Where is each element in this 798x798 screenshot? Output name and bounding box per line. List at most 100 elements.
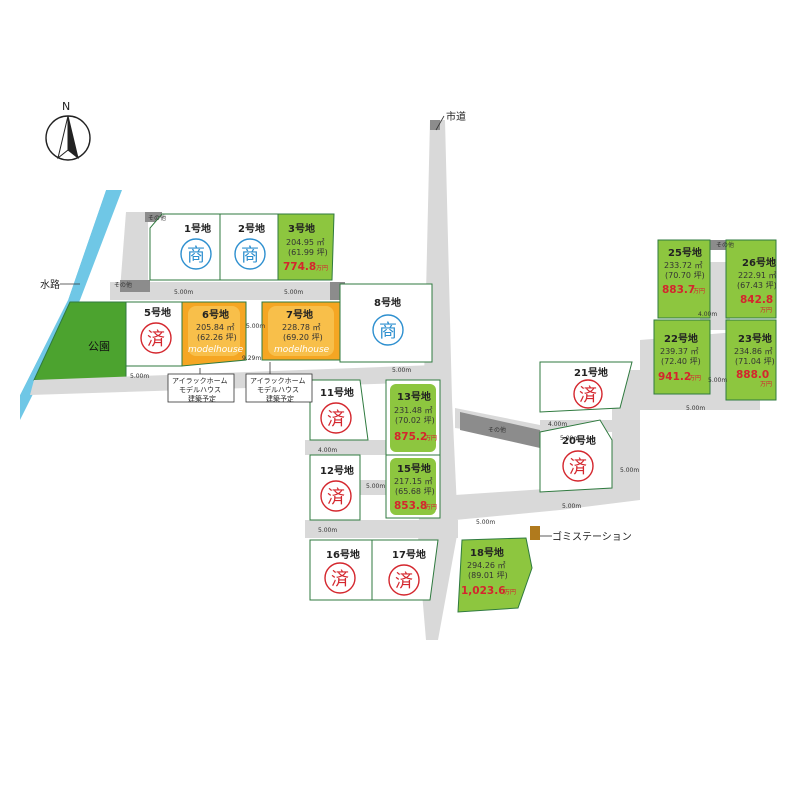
lot-22-tsubo: (72.40 坪) — [661, 357, 701, 366]
lot-23-name: 23号地 — [738, 332, 772, 345]
lot-2-name: 2号地 — [238, 222, 265, 235]
lot-26-area: 222.91 ㎡ — [738, 271, 777, 280]
lot-3[interactable] — [277, 213, 335, 281]
callout-line: 建築予定 — [266, 394, 294, 403]
lot-23-tsubo: (71.04 坪) — [735, 357, 775, 366]
lot-26-tsubo: (67.43 坪) — [737, 281, 777, 290]
lot-8-name: 8号地 — [374, 296, 401, 309]
lot-7-name: 7号地 — [286, 308, 313, 321]
north-label: N — [62, 100, 70, 113]
dim-label: 5.00m — [708, 377, 727, 384]
lot-11-badge: 済 — [327, 409, 345, 430]
lot-7-tsubo: (69.20 坪) — [283, 333, 323, 342]
lot-3-tsubo: (61.99 坪) — [288, 248, 328, 257]
lot-3-area: 204.95 ㎡ — [286, 238, 325, 247]
lot-6-name: 6号地 — [202, 308, 229, 321]
north-compass: N — [45, 100, 91, 161]
lot-15-price-unit: 万円 — [425, 504, 437, 511]
lot-7-callout: アイラックホーム モデルハウス 建築予定 — [245, 362, 313, 403]
commercial-badge-circle — [234, 238, 266, 270]
lot-18-area: 294.26 ㎡ — [467, 561, 506, 570]
lot-21-name: 21号地 — [574, 366, 608, 379]
commercial-badge-circle — [372, 314, 404, 346]
lot-5-name: 5号地 — [144, 306, 171, 319]
lot-23-price: 888.0 — [736, 369, 769, 381]
callout-line: 建築予定 — [188, 394, 216, 403]
lot-13-area: 231.48 ㎡ — [394, 406, 433, 415]
sold-badge-circle — [140, 322, 172, 354]
park-label: 公園 — [88, 340, 110, 353]
lot-8-badge: 商 — [379, 321, 397, 342]
lot-1-name: 1号地 — [184, 222, 211, 235]
dim-label: 4.00m — [698, 311, 717, 318]
lot-17-name: 17号地 — [392, 548, 426, 561]
lot-2-badge: 商 — [241, 245, 259, 266]
lot-15-name: 15号地 — [397, 462, 431, 475]
dim-label: 5.00m — [476, 519, 495, 526]
other-label-1: その他 — [148, 214, 166, 222]
sold-badge-circle — [573, 379, 603, 409]
lot-22-name: 22号地 — [664, 332, 698, 345]
lot-18[interactable] — [457, 537, 533, 613]
dim-label: 5.00m — [560, 435, 579, 442]
sold-badge-circle — [562, 450, 594, 482]
lot-13-price: 875.2 — [394, 431, 427, 443]
sold-badge-circle — [320, 480, 352, 512]
lot-6-modelhouse: modelhouse — [188, 345, 244, 355]
lot-16-badge: 済 — [331, 569, 349, 590]
lot-23[interactable] — [725, 319, 777, 401]
dim-label: 9.29m — [242, 355, 261, 362]
dim-label: 5.00m — [562, 503, 581, 510]
lot-16-name: 16号地 — [326, 548, 360, 561]
garbage-station — [530, 526, 540, 540]
lot-18-name: 18号地 — [470, 546, 504, 559]
lot-7-area: 228.78 ㎡ — [282, 323, 321, 332]
dim-label: 5.00m — [392, 367, 411, 374]
lot-1-badge: 商 — [187, 245, 205, 266]
lot-7-fill — [268, 306, 334, 356]
dim-label: 5.00m — [620, 467, 639, 474]
dim-label: 5.00m — [246, 323, 265, 330]
other-strip-3 — [460, 412, 540, 448]
lot-13-tsubo: (70.02 坪) — [395, 416, 435, 425]
sold-badge-circle — [324, 562, 356, 594]
lot-6-area: 205.84 ㎡ — [196, 323, 235, 332]
lot-22[interactable] — [653, 319, 711, 395]
lot-25-area: 233.72 ㎡ — [664, 261, 703, 270]
dim-label: 5.00m — [366, 483, 385, 490]
lot-22-area: 239.37 ㎡ — [660, 347, 699, 356]
lot-22-price: 941.2 — [658, 371, 691, 383]
dim-label: 5.00m — [174, 289, 193, 296]
lot-13[interactable] — [390, 384, 436, 452]
dim-label: 4.00m — [548, 421, 567, 428]
lot-26[interactable] — [725, 239, 777, 319]
dim-label: 5.00m — [318, 527, 337, 534]
lot-3-price: 774.8 — [283, 261, 316, 273]
lot-25[interactable] — [657, 239, 711, 319]
lot-26-price-unit: 万円 — [760, 307, 772, 314]
lot-13-name: 13号地 — [397, 390, 431, 403]
lot-25-price-unit: 万円 — [693, 288, 705, 295]
other-label-2: その他 — [114, 281, 132, 289]
other-label-4: その他 — [716, 241, 734, 249]
lot-20-name: 20号地 — [562, 434, 596, 447]
callout-line: モデルハウス — [179, 385, 221, 394]
lot-3-price-unit: 万円 — [316, 265, 328, 272]
lot-25-tsubo: (70.70 坪) — [665, 271, 705, 280]
callout-line: アイラックホーム — [250, 377, 305, 385]
waterway-label: 水路 — [40, 278, 60, 291]
other-strip-2 — [120, 280, 150, 292]
callout-line: アイラックホーム — [172, 377, 227, 385]
lot-15[interactable] — [390, 458, 436, 515]
commercial-badge-circle — [180, 238, 212, 270]
lot-18-price: 1,023.6 — [461, 585, 506, 597]
lot-5-badge: 済 — [147, 329, 165, 350]
lot-23-area: 234.86 ㎡ — [734, 347, 773, 356]
lot-18-price-unit: 万円 — [504, 589, 516, 596]
lot-22-price-unit: 万円 — [689, 375, 701, 382]
lot-6-tsubo: (62.26 坪) — [197, 333, 237, 342]
lot-21-badge: 済 — [579, 385, 597, 406]
lot-17-badge: 済 — [395, 571, 413, 592]
lot-13-price-unit: 万円 — [425, 435, 437, 442]
